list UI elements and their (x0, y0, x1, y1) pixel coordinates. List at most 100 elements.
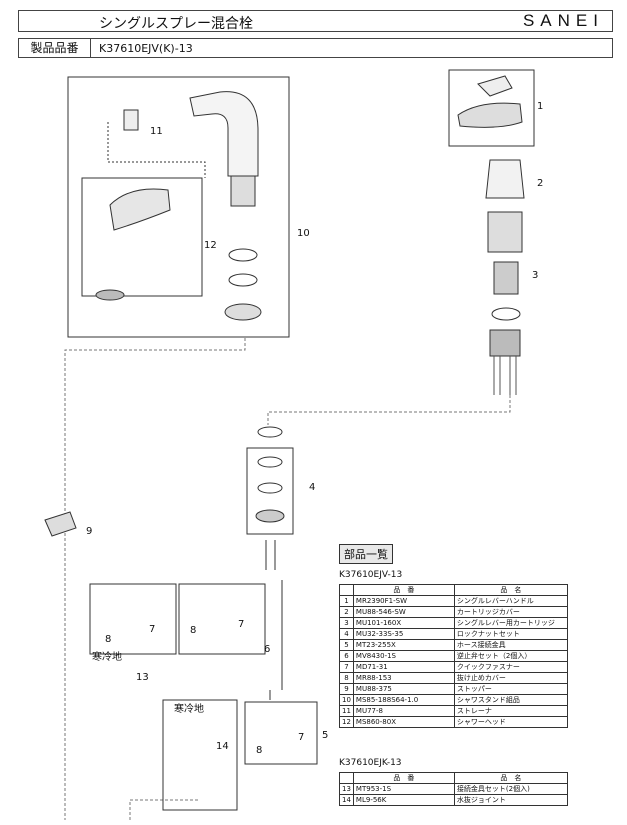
brand-logo: SANEI (522, 11, 604, 30)
cell-code: MU101-160X (352, 617, 455, 629)
cell-no: 6 (339, 650, 354, 662)
cell-no: 4 (339, 628, 354, 640)
cold-region-label-b: 寒冷地 (174, 702, 204, 715)
cell-code: MT953-1S (352, 783, 455, 795)
cell-code: MS860-80X (352, 716, 455, 728)
product-code-value: K37610EJV(K)-13 (99, 42, 193, 55)
cell-code: MV8430-1S (352, 650, 455, 662)
callout-7b: 7 (238, 619, 244, 630)
locknut-set-frame (246, 447, 294, 535)
callout-11: 11 (150, 126, 163, 137)
cell-name: 逆止弁セット（2個入） (453, 650, 568, 662)
col-name: 品 名 (453, 772, 568, 784)
callout-1: 1 (537, 101, 543, 112)
cell-no: 3 (339, 617, 354, 629)
callout-10: 10 (297, 228, 310, 239)
cell-name: 抜け止めカバー (453, 672, 568, 684)
set-a-code: K37610EJV-13 (339, 570, 403, 580)
parts-list-title: 部品一覧 (339, 544, 393, 564)
cell-no: 9 (339, 683, 354, 695)
cell-code: MU88-546-SW (352, 606, 455, 618)
cell-name: シングルレバーハンドル (453, 595, 568, 607)
cell-no: 8 (339, 672, 354, 684)
connector-set-frame-b (178, 583, 266, 655)
callout-12: 12 (204, 240, 217, 251)
body-part (489, 329, 521, 357)
cell-name: ストレーナ (453, 705, 568, 717)
col-no (339, 584, 354, 596)
callout-13: 13 (136, 672, 149, 683)
cell-code: MR88-153 (352, 672, 455, 684)
callout-2: 2 (537, 178, 543, 189)
shower-head-frame (81, 177, 203, 297)
callout-8b: 8 (190, 625, 196, 636)
connector-set-frame-a (89, 583, 177, 655)
cartridge-part (493, 261, 519, 295)
cell-code: MU88-375 (352, 683, 455, 695)
drain-joint-frame (162, 699, 238, 811)
cell-name: クイックファスナー (453, 661, 568, 673)
cell-name: シングルレバー用カートリッジ (453, 617, 568, 629)
header-bar: シングルスプレー混合栓 SANEI (18, 10, 613, 32)
callout-3: 3 (532, 270, 538, 281)
cell-name: シャワスタンド組品 (453, 694, 568, 706)
cell-name: 接続金具セット(2個入) (453, 783, 568, 795)
nut-part (487, 211, 523, 253)
callout-6: 6 (264, 644, 270, 655)
callout-14: 14 (216, 741, 229, 752)
cell-name: ホース接続金具 (453, 639, 568, 651)
product-code-label: 製品品番 (19, 39, 91, 57)
col-no (339, 772, 354, 784)
callout-7c: 7 (298, 732, 304, 743)
stopper-part (44, 511, 77, 537)
callout-8c: 8 (256, 745, 262, 756)
cold-region-label-a: 寒冷地 (92, 650, 122, 663)
cell-code: MU77-8 (352, 705, 455, 717)
cell-code: ML9-56K (352, 794, 455, 806)
cell-no: 11 (339, 705, 354, 717)
cell-no: 2 (339, 606, 354, 618)
cell-name: ストッパー (453, 683, 568, 695)
cell-no: 1 (339, 595, 354, 607)
hose-connector-frame (244, 701, 318, 765)
col-name: 品 名 (453, 584, 568, 596)
cell-no: 5 (339, 639, 354, 651)
cell-name: カートリッジカバー (453, 606, 568, 618)
cartridge-cover-part (485, 159, 525, 199)
callout-4: 4 (309, 482, 315, 493)
col-code: 品 番 (352, 772, 455, 784)
col-code: 品 番 (352, 584, 455, 596)
cell-name: シャワーヘッド (453, 716, 568, 728)
strainer-part (123, 109, 139, 131)
cell-no: 10 (339, 694, 354, 706)
set-b-code: K37610EJK-13 (339, 758, 402, 768)
callout-7a: 7 (149, 624, 155, 635)
cell-name: ロックナットセット (453, 628, 568, 640)
cell-code: MT23-255X (352, 639, 455, 651)
callout-8a: 8 (105, 634, 111, 645)
spout-part (189, 91, 259, 177)
shower-stand-frame (67, 76, 290, 338)
shower-head-part (109, 188, 171, 231)
cell-no: 13 (339, 783, 354, 795)
callout-5: 5 (322, 730, 328, 741)
cell-no: 14 (339, 794, 354, 806)
cell-code: MD71-31 (352, 661, 455, 673)
callout-9: 9 (86, 526, 92, 537)
cell-name: 水抜ジョイント (453, 794, 568, 806)
